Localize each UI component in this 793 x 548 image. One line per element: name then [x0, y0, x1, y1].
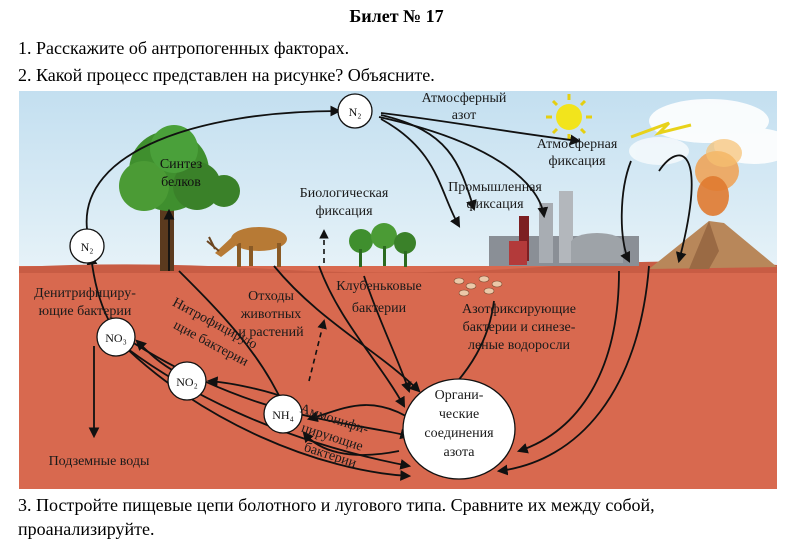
node-nh4: NH₄ — [263, 394, 303, 434]
svg-text:фиксация: фиксация — [548, 154, 606, 169]
svg-text:N₂: N₂ — [349, 105, 362, 119]
label-atm-nitrogen: Атмосферный — [422, 91, 507, 106]
svg-text:бактерии: бактерии — [352, 301, 407, 316]
svg-text:Органи-: Органи- — [435, 388, 484, 403]
svg-text:леные водоросли: леные водоросли — [468, 338, 571, 353]
question-2: 2. Какой процесс представлен на рисунке?… — [18, 65, 435, 85]
label-ind-fixation: Промышленная — [448, 180, 542, 195]
node-no3: NO₃ — [96, 317, 136, 357]
svg-text:NO₂: NO₂ — [176, 375, 198, 389]
label-atm-fixation: Атмосферная — [537, 137, 618, 152]
svg-text:NO₃: NO₃ — [105, 331, 127, 345]
node-organic: Органи- ческие соединения азота — [402, 378, 516, 480]
svg-text:NH₄: NH₄ — [272, 408, 294, 422]
node-n2-top: N₂ — [337, 93, 373, 129]
ticket-title: Билет № 17 — [349, 6, 444, 26]
tree-icon — [119, 125, 240, 271]
svg-text:соединения: соединения — [424, 426, 494, 441]
plants-icon — [349, 223, 416, 267]
label-denitrifying: Денитрифициру- — [34, 286, 136, 301]
label-bio-fixation: Биологическая — [300, 186, 389, 201]
svg-text:белков: белков — [161, 175, 201, 190]
sun-icon — [546, 94, 592, 140]
svg-text:животных: животных — [240, 307, 302, 322]
label-waste: Отходы — [248, 289, 294, 304]
label-nitrogen-fixing: Азотфиксирующие — [462, 302, 576, 317]
label-ground-water: Подземные воды — [49, 454, 150, 469]
label-nodule-bacteria: Клубеньковые — [336, 279, 422, 294]
question-3: 3. Постройте пищевые цепи болотного и лу… — [18, 495, 655, 539]
node-no2: NO₂ — [167, 361, 207, 401]
svg-text:и растений: и растений — [238, 325, 304, 340]
label-protein-synthesis: Синтез — [160, 157, 203, 172]
question-1: 1. Расскажите об антропогенных факторах. — [18, 38, 350, 58]
svg-text:азот: азот — [452, 108, 477, 123]
svg-text:N₂: N₂ — [81, 240, 94, 254]
svg-text:фиксация: фиксация — [315, 204, 373, 219]
node-n2-left: N₂ — [69, 228, 105, 264]
animal-icon — [206, 227, 287, 267]
nitrogen-cycle-diagram: N₂ N₂ NO₃ NO₂ NH₄ Органи- ческие соедине… — [19, 91, 777, 489]
cycle-arrows — [85, 105, 693, 481]
dashed-arrow-2 — [308, 319, 327, 382]
svg-text:ющие бактерии: ющие бактерии — [39, 304, 132, 319]
svg-text:фиксация: фиксация — [466, 197, 524, 212]
lightning-icon — [630, 121, 692, 139]
svg-text:ческие: ческие — [439, 407, 479, 422]
svg-text:бактерии и синезе-: бактерии и синезе- — [463, 320, 576, 335]
svg-text:азота: азота — [444, 445, 476, 460]
soil-granules — [453, 275, 503, 297]
